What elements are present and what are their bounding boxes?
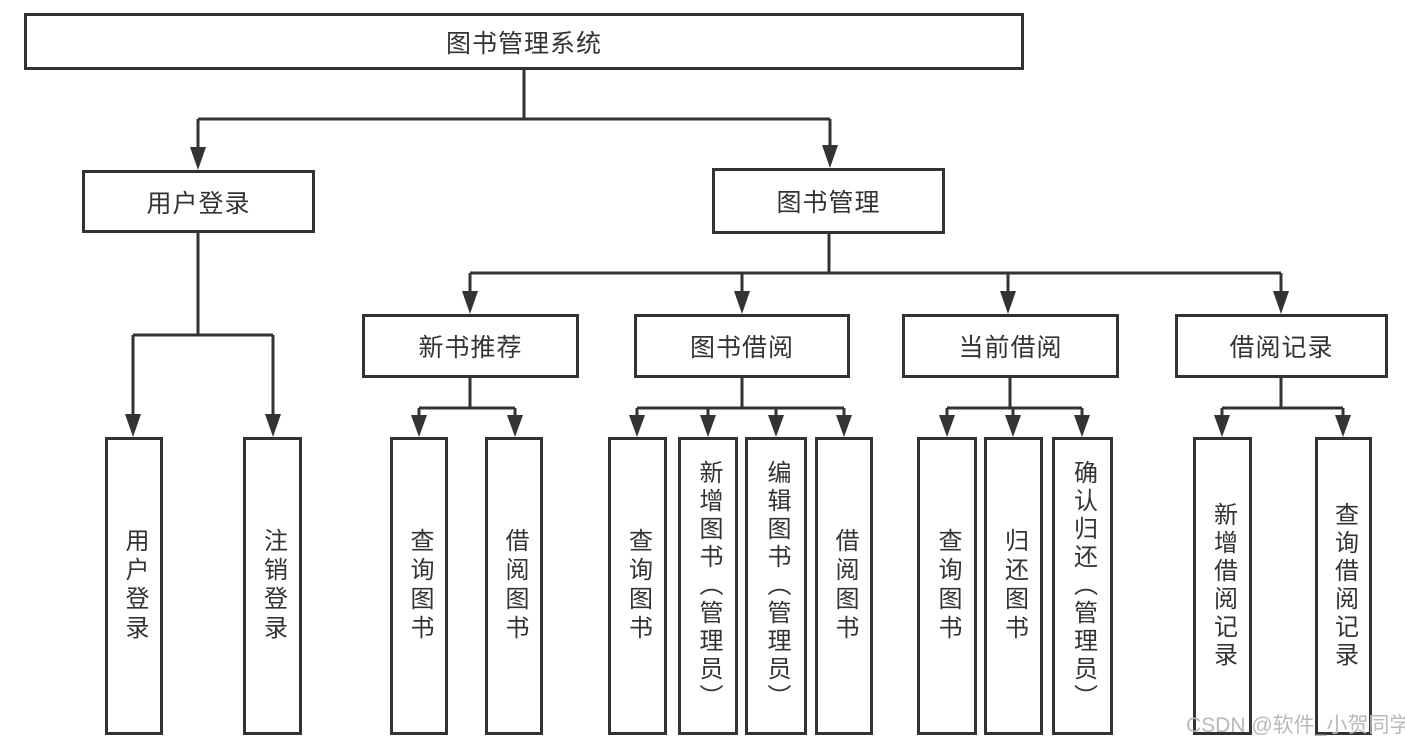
node-new-book-recommend: 新书推荐 bbox=[362, 314, 579, 378]
leaf-return-books: 归还图书 bbox=[984, 437, 1043, 735]
node-label: 借阅记录 bbox=[1229, 334, 1334, 362]
arrowheads-mgmt-sections bbox=[462, 291, 1289, 314]
leaf-query-borrow-record: 查询借阅记录 bbox=[1315, 437, 1372, 735]
connector-root-to-level1 bbox=[196, 70, 832, 148]
leaf-label: 借阅图书 bbox=[501, 528, 528, 644]
node-label: 图书管理 bbox=[776, 189, 881, 217]
arrowheads-login-children bbox=[125, 414, 281, 437]
leaf-add-books-admin: 新增图书（管理员） bbox=[678, 437, 738, 735]
node-book-borrowing: 图书借阅 bbox=[634, 314, 850, 378]
node-borrowing-records: 借阅记录 bbox=[1175, 314, 1388, 378]
leaf-label: 归还图书 bbox=[1000, 528, 1028, 644]
leaf-add-borrow-record: 新增借阅记录 bbox=[1193, 437, 1252, 735]
leaf-borrow-books: 借阅图书 bbox=[815, 437, 873, 735]
leaf-user-login: 用户登录 bbox=[105, 437, 163, 735]
node-current-borrowing: 当前借阅 bbox=[902, 314, 1119, 378]
csdn-watermark: CSDN @软件_小贺同学 bbox=[1186, 714, 1405, 737]
node-label: 用户登录 bbox=[146, 189, 251, 218]
connector-section-leaves bbox=[417, 378, 1345, 416]
leaf-label: 新增图书（管理员） bbox=[695, 460, 722, 712]
leaf-query-books-recommend: 查询图书 bbox=[390, 437, 448, 735]
node-book-management-branch: 图书管理 bbox=[712, 168, 945, 234]
leaf-label: 借阅图书 bbox=[831, 528, 858, 644]
node-label: 当前借阅 bbox=[958, 334, 1063, 362]
node-system-root: 图书管理系统 bbox=[24, 13, 1024, 70]
leaf-label: 查询图书 bbox=[624, 528, 652, 644]
leaf-confirm-return-admin: 确认归还（管理员） bbox=[1052, 437, 1113, 735]
node-user-login-branch: 用户登录 bbox=[82, 170, 315, 233]
leaf-label: 新增借阅记录 bbox=[1209, 502, 1237, 670]
leaf-edit-books-admin: 编辑图书（管理员） bbox=[745, 437, 807, 735]
connector-login-children bbox=[131, 233, 275, 415]
leaf-label: 用户登录 bbox=[121, 528, 148, 644]
connector-mgmt-sections bbox=[468, 234, 1283, 292]
leaf-query-books-borrowing: 查询图书 bbox=[608, 437, 667, 735]
node-label: 图书借阅 bbox=[689, 334, 794, 362]
leaf-label: 注销登录 bbox=[259, 528, 287, 644]
node-label: 新书推荐 bbox=[418, 334, 523, 362]
leaf-label: 查询图书 bbox=[934, 528, 961, 644]
leaf-label: 查询借阅记录 bbox=[1330, 502, 1358, 670]
leaf-label: 查询图书 bbox=[406, 528, 433, 644]
node-label: 图书管理系统 bbox=[445, 29, 602, 58]
leaf-borrow-books-recommend: 借阅图书 bbox=[485, 437, 543, 735]
arrowheads-section-leaves bbox=[411, 415, 1351, 437]
arrowheads-level1 bbox=[190, 145, 838, 170]
leaf-label: 确认归还（管理员） bbox=[1069, 460, 1097, 712]
leaf-query-books-current: 查询图书 bbox=[917, 437, 977, 735]
leaf-logout: 注销登录 bbox=[243, 437, 302, 735]
leaf-label: 编辑图书（管理员） bbox=[763, 460, 790, 712]
